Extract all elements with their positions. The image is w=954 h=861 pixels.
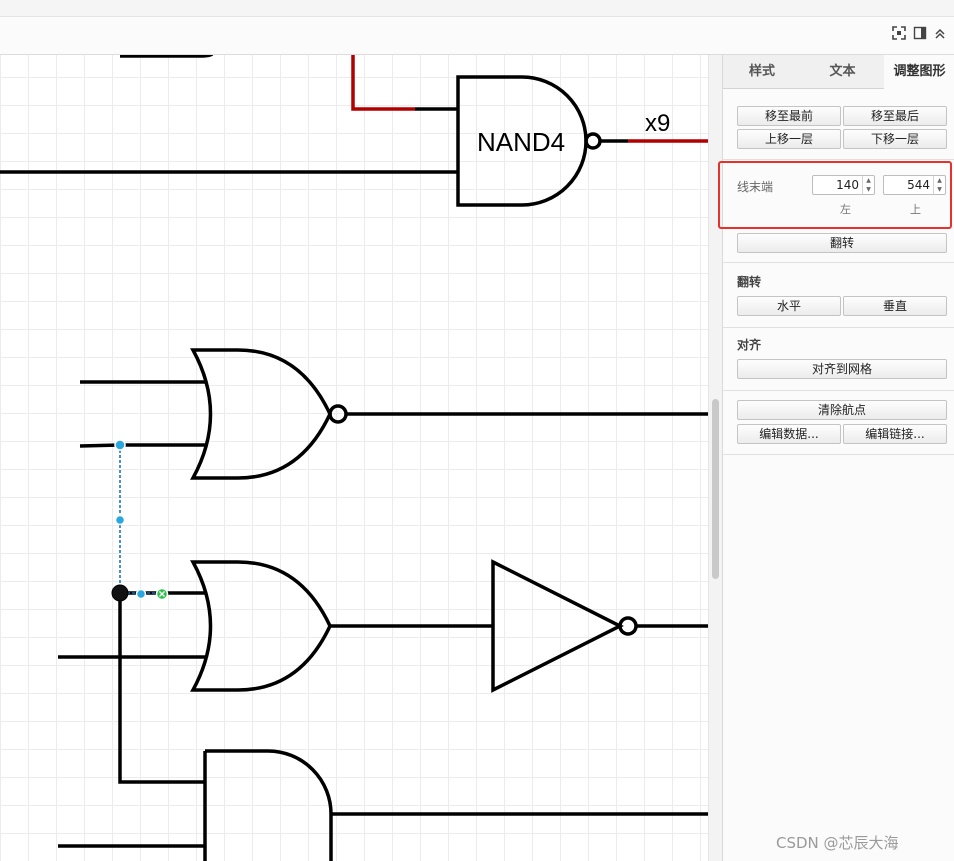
edge-waypoint-handle[interactable] <box>114 514 126 526</box>
collapse-icon[interactable] <box>932 26 948 42</box>
to-back-button[interactable]: 移至最后 <box>843 106 947 126</box>
line-end-left-field[interactable]: ▲▼ <box>812 175 875 195</box>
tab-arrange[interactable]: 调整图形 <box>884 55 954 89</box>
snap-to-grid-button[interactable]: 对齐到网格 <box>737 359 947 379</box>
watermark: CSDN @芯辰大海 <box>776 834 899 852</box>
left-caption: 左 <box>840 203 851 216</box>
divider <box>723 262 954 263</box>
tab-style[interactable]: 样式 <box>723 55 802 89</box>
bring-forward-button[interactable]: 上移一层 <box>737 129 841 149</box>
not-gate[interactable] <box>491 559 624 693</box>
circuit-drawing: NAND4 x9 <box>0 55 708 861</box>
panel-toggle-icon[interactable] <box>912 26 928 42</box>
window-top-strip <box>0 0 954 17</box>
net-label-x9: x9 <box>645 110 670 137</box>
align-section-title: 对齐 <box>737 338 762 352</box>
format-panel: 样式 文本 调整图形 移至最前 移至最后 上移一层 下移一层 线末端 ▲▼ ▲▼… <box>722 55 954 861</box>
scrollbar-thumb[interactable] <box>712 399 719 579</box>
fullscreen-icon[interactable] <box>891 26 907 42</box>
flip-section-title: 翻转 <box>737 275 762 289</box>
edge-mid-handle[interactable] <box>135 588 147 600</box>
nor-gate[interactable] <box>190 348 332 480</box>
top-caption: 上 <box>910 203 921 216</box>
and-input-wire-1[interactable] <box>118 593 205 784</box>
send-backward-button[interactable]: 下移一层 <box>843 129 947 149</box>
divider <box>723 159 954 160</box>
edit-data-button[interactable]: 编辑数据... <box>737 424 841 444</box>
spinner-arrows-icon[interactable]: ▲▼ <box>933 176 945 194</box>
diagram-canvas[interactable]: NAND4 x9 <box>0 55 708 861</box>
flip-horizontal-button[interactable]: 水平 <box>737 296 841 316</box>
nand4-bubble <box>584 132 602 150</box>
partial-gate-top <box>120 55 214 58</box>
clear-waypoints-button[interactable]: 清除航点 <box>737 400 947 420</box>
nor-input-wire-2[interactable] <box>79 443 205 448</box>
edge-end-handle[interactable] <box>114 439 126 451</box>
line-end-top-input[interactable] <box>884 176 934 194</box>
divider <box>723 327 954 328</box>
top-toolbar <box>0 17 954 55</box>
and-gate[interactable] <box>203 749 333 861</box>
line-end-top-field[interactable]: ▲▼ <box>883 175 946 195</box>
reverse-edge-button[interactable]: 翻转 <box>737 233 947 253</box>
tab-text[interactable]: 文本 <box>801 55 885 89</box>
annotation-highlight-box <box>718 161 952 229</box>
or-gate[interactable] <box>190 560 332 692</box>
line-end-left-input[interactable] <box>813 176 863 194</box>
edge-source-handle[interactable] <box>111 584 129 602</box>
flip-vertical-button[interactable]: 垂直 <box>843 296 947 316</box>
nand4-label: NAND4 <box>477 127 565 157</box>
panel-tabs: 样式 文本 调整图形 <box>723 55 954 89</box>
red-input-wire[interactable] <box>351 55 415 111</box>
selected-edge[interactable] <box>111 439 169 602</box>
to-front-button[interactable]: 移至最前 <box>737 106 841 126</box>
line-end-label: 线末端 <box>737 180 774 194</box>
divider <box>723 390 954 391</box>
spinner-arrows-icon[interactable]: ▲▼ <box>862 176 874 194</box>
edit-link-button[interactable]: 编辑链接... <box>843 424 947 444</box>
canvas-vertical-scrollbar[interactable] <box>708 55 723 861</box>
divider <box>723 454 954 455</box>
nor-bubble <box>328 404 348 424</box>
